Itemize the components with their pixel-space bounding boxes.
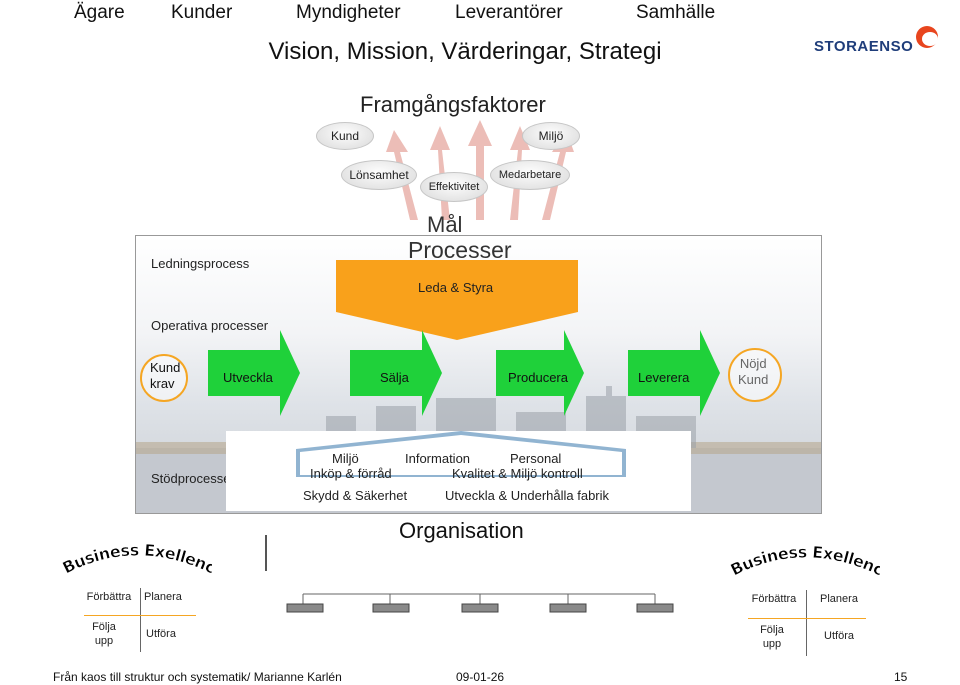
mal-heading: Mål	[427, 212, 463, 237]
nav-item-agare: Ägare	[74, 2, 125, 23]
business-excellence-right: Business Exellence	[730, 546, 880, 580]
svg-text:Business Exellence: Business Exellence	[62, 544, 212, 577]
process-chevrons	[208, 330, 720, 416]
support-kvalitet: Kvalitet & Miljö kontroll	[452, 466, 583, 481]
support-utveckla: Utveckla & Underhålla fabrik	[445, 488, 610, 503]
customer-requirement-circle	[140, 354, 188, 402]
vertical-bar	[265, 535, 267, 571]
org-box-3	[461, 603, 499, 613]
footer-author: Från kaos till struktur och systematik/ …	[53, 670, 342, 684]
cycle-right-planera: Planera	[820, 593, 858, 605]
org-chart	[286, 593, 674, 613]
stodprocesser-label: Stödprocesser	[151, 471, 235, 486]
factor-effektivitet: Effektivitet	[420, 172, 488, 202]
support-up-arrow	[296, 431, 626, 477]
nav-item-samhalle: Samhälle	[636, 2, 716, 23]
support-personal: Personal	[510, 451, 562, 466]
nav-item-kunder: Kunder	[171, 2, 233, 23]
nav-item-myndigheter: Myndigheter	[296, 2, 401, 23]
cycle-right-utfora: Utföra	[824, 630, 854, 642]
cycle-left-forbattra: Förbättra	[86, 591, 132, 603]
nav-item-leverantorer: Leverantörer	[455, 2, 563, 23]
support-inkop: Inköp & förråd	[310, 466, 392, 481]
org-box-1	[286, 603, 324, 613]
step-utveckla: Utveckla	[223, 370, 273, 385]
stora-enso-logo: STORAENSO	[812, 24, 952, 64]
ledningsprocess-label: Ledningsprocess	[151, 256, 250, 271]
satisfied-customer-label: Nöjd Kund	[738, 356, 769, 387]
processer-heading: Processer	[408, 237, 512, 263]
logo-text: STORAENSO	[814, 38, 914, 55]
org-box-5	[636, 603, 674, 613]
support-skydd: Skydd & Säkerhet	[303, 488, 408, 503]
step-producera: Producera	[508, 370, 568, 385]
cycle-right-forbattra: Förbättra	[751, 593, 797, 605]
support-miljo: Miljö	[332, 451, 359, 466]
success-factors-title: Framgångsfaktorer	[360, 92, 546, 117]
factor-miljo: Miljö	[522, 122, 580, 150]
factor-kund: Kund	[316, 122, 374, 150]
satisfied-customer-circle	[728, 348, 782, 402]
footer-page-number: 15	[894, 670, 908, 684]
chevron-producera-icon	[496, 330, 584, 416]
footer-date: 09-01-26	[456, 670, 505, 684]
svg-text:Business Exellence: Business Exellence	[730, 546, 880, 579]
support-information: Information	[405, 451, 471, 466]
organisation-title: Organisation	[399, 518, 524, 543]
business-excellence-left: Business Exellence	[62, 544, 212, 578]
customer-requirement-label: Kund krav	[150, 360, 181, 391]
cycle-left-utfora: Utföra	[146, 628, 176, 640]
support-process-box	[226, 431, 691, 511]
step-salja: Sälja	[380, 370, 409, 385]
org-box-2	[372, 603, 410, 613]
chevron-salja-icon	[350, 330, 442, 416]
chevron-utveckla-icon	[208, 330, 300, 416]
page-title: Vision, Mission, Värderingar, Strategi	[268, 38, 662, 65]
cycle-left-planera: Planera	[144, 591, 182, 603]
org-box-4	[549, 603, 587, 613]
leda-styra-arrow	[336, 260, 578, 340]
chevron-leverera-icon	[628, 330, 720, 416]
step-leverera: Leverera	[638, 370, 690, 385]
factor-lonsamhet: Lönsamhet	[341, 160, 417, 190]
leda-styra-label: Leda & Styra	[418, 280, 494, 295]
arrow-3-icon	[468, 120, 492, 220]
operativa-label: Operativa processer	[151, 318, 269, 333]
factor-medarbetare: Medarbetare	[490, 160, 570, 190]
